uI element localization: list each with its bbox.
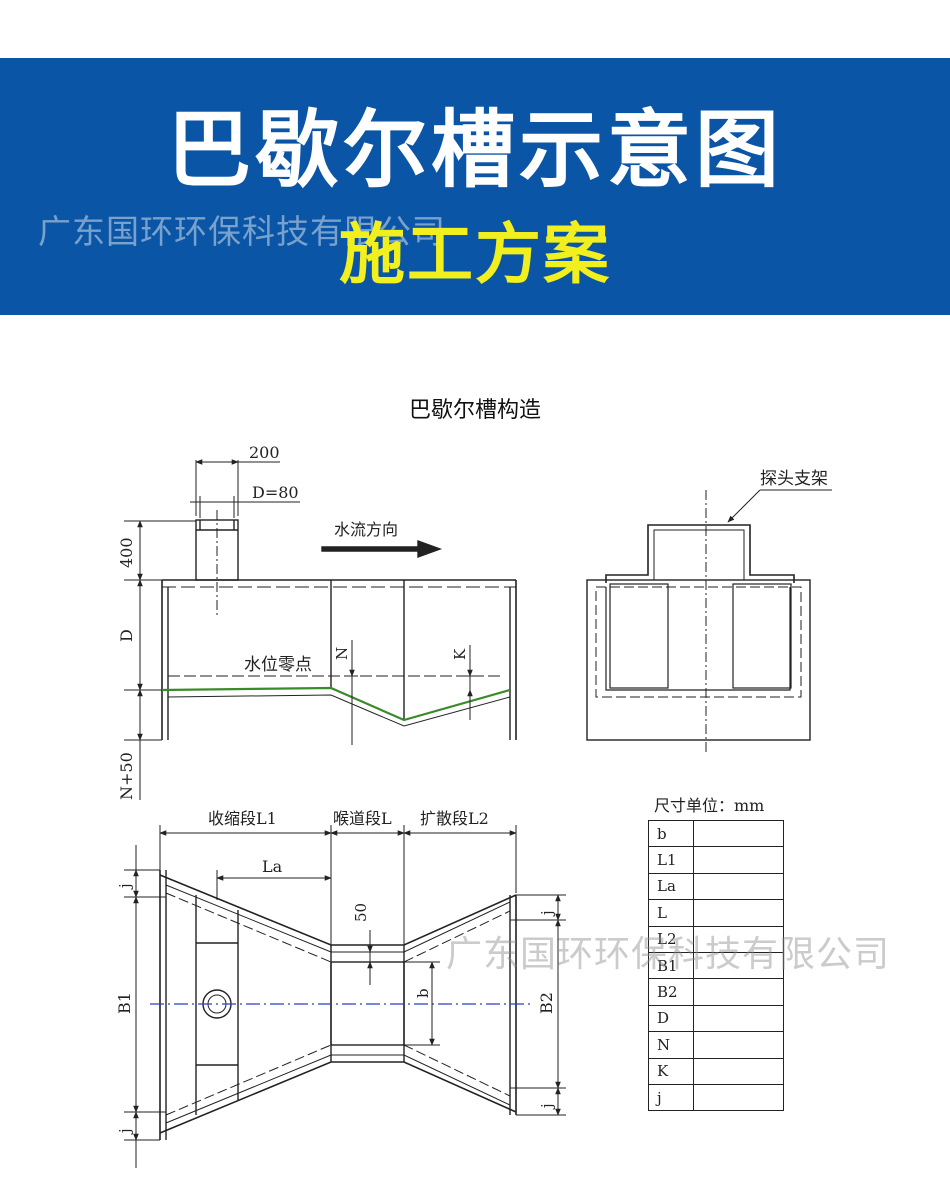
j-bottom-left-label: j	[116, 1128, 134, 1135]
plan-view	[124, 825, 566, 1168]
table-row-value	[693, 1057, 784, 1085]
table-row-key: La	[648, 872, 694, 901]
water-zero-label: 水位零点	[244, 655, 312, 675]
dim-d80-label: D=80	[252, 483, 299, 502]
j-top-left-label: j	[116, 883, 134, 890]
banner-watermark: 广东国环环保科技有限公司	[38, 212, 446, 251]
table-row: b	[648, 819, 784, 848]
j-top-right-label: j	[538, 910, 556, 917]
side-view	[124, 459, 517, 800]
table-row-key: L2	[648, 925, 694, 953]
dim-n50-label: N+50	[117, 752, 136, 800]
probe-bracket-label: 探头支架	[760, 469, 828, 489]
table-row: B1	[648, 951, 784, 980]
table-row-key: L	[648, 899, 694, 927]
watermark: 广东国环环保科技有限公司	[446, 934, 891, 975]
table-row: L	[648, 899, 784, 927]
n-label: N	[333, 647, 351, 660]
dim-50-label: 50	[352, 903, 370, 922]
table-row-key: K	[648, 1057, 694, 1085]
section-title: 巴歇尔槽构造	[408, 398, 541, 423]
table-row: N	[648, 1031, 784, 1059]
table-row-value	[693, 819, 784, 848]
front-view	[586, 489, 832, 755]
seg-l-label: 喉道段L	[333, 809, 392, 828]
front-outer-box	[586, 579, 811, 741]
dim-400-label: 400	[117, 537, 136, 568]
table-row-value	[693, 978, 784, 1006]
table-row: j	[648, 1083, 784, 1112]
dim-200-label: 200	[249, 443, 280, 462]
table-row: La	[648, 872, 784, 901]
table-row-key: L1	[648, 846, 694, 874]
dim-d-label: D	[117, 629, 136, 642]
table-row-key: N	[648, 1031, 694, 1059]
table-row: D	[648, 1004, 784, 1033]
header-banner	[0, 58, 950, 315]
table-row-value	[693, 899, 784, 927]
table-row-value	[693, 1004, 784, 1033]
seg-l2-label: 扩散段L2	[420, 809, 489, 828]
table-row: K	[648, 1057, 784, 1085]
seg-l1-label: 收缩段L1	[208, 809, 277, 828]
table-row: L2	[648, 925, 784, 953]
table-row: B2	[648, 978, 784, 1006]
flow-direction-label: 水流方向	[334, 520, 398, 539]
table-row: L1	[648, 846, 784, 874]
table-row-key: j	[648, 1083, 694, 1112]
table-row-key: b	[648, 819, 694, 848]
la-label: La	[262, 857, 283, 876]
b2-label: B2	[537, 992, 556, 1014]
table-row-value	[693, 872, 784, 901]
banner-subtitle: 施工方案	[339, 216, 611, 293]
banner-title: 巴歇尔槽示意图	[166, 101, 783, 199]
table-row-value	[693, 846, 784, 874]
unit-label: 尺寸单位：mm	[654, 796, 765, 815]
table-row-key: B2	[648, 978, 694, 1006]
b-label: b	[414, 988, 432, 998]
table-row-value	[693, 1031, 784, 1059]
table-row-key: D	[648, 1004, 694, 1033]
k-label: K	[451, 648, 469, 660]
b1-label: B1	[115, 992, 134, 1014]
j-bottom-right-label: j	[538, 1103, 556, 1110]
table-row-value	[693, 1083, 784, 1112]
table-row-value	[693, 951, 784, 980]
